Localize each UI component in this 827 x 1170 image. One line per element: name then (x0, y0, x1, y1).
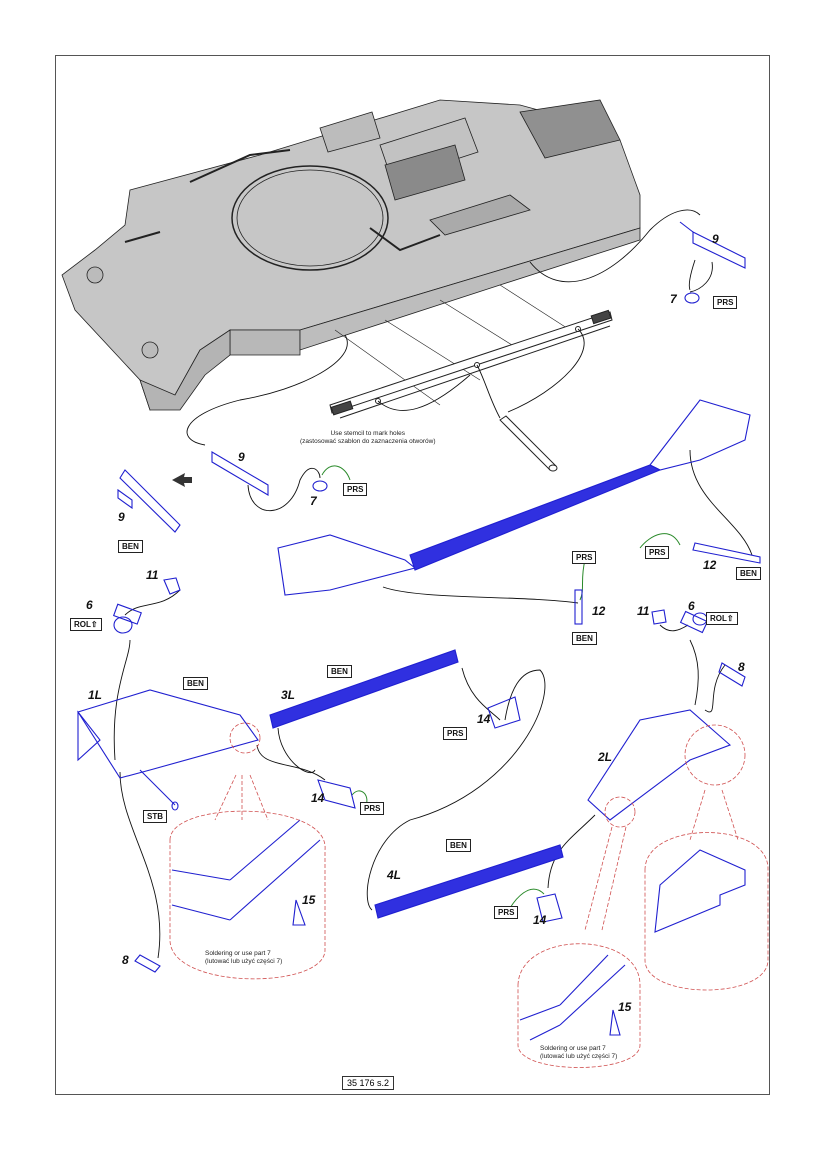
label-prs: PRS (443, 727, 468, 740)
solder-note-left: Soldering or use part 7 (lutować lub uży… (205, 950, 282, 966)
part-number: 7 (310, 494, 317, 508)
part-8-right (718, 662, 746, 687)
detail-2L-end (654, 849, 746, 933)
stencil-note: Use stemcil to mark holes (zastosować sz… (300, 430, 435, 446)
part-number: 14 (477, 712, 491, 726)
solder-note-right: Soldering or use part 7 (lutować lub uży… (540, 1045, 617, 1061)
part-8-left (134, 954, 161, 973)
part-9-flat (211, 451, 269, 496)
part-12-right (692, 542, 761, 564)
part-1L (77, 689, 259, 779)
page-number: 35 176 s.2 (342, 1076, 395, 1090)
tank-hull (61, 99, 641, 411)
glue-lines (321, 465, 681, 909)
photo-etched-parts (77, 221, 761, 1041)
part-12-center (574, 589, 583, 625)
part-number: 11 (146, 568, 159, 582)
part-11-right (651, 609, 667, 625)
detail-callouts (169, 722, 769, 1068)
stencil-note-line1: Use stemcil to mark holes (330, 430, 405, 437)
part-number: 12 (703, 558, 717, 572)
floor-plate-right-end (649, 399, 751, 471)
part-6-right (679, 610, 709, 634)
part-7-nut-left (312, 480, 328, 492)
part-number: 7 (670, 292, 677, 306)
part-4L (374, 844, 564, 919)
part-number: 9 (118, 510, 125, 524)
part-number: 11 (637, 604, 650, 618)
part-7-nut-top-right (684, 292, 700, 304)
label-prs: PRS (572, 551, 597, 564)
hole-stencil (329, 309, 613, 419)
part-15-left (292, 899, 306, 926)
label-ben: BEN (118, 540, 143, 553)
label-prs: PRS (713, 296, 738, 309)
part-14-bottom (536, 893, 563, 923)
solder-note-left-line1: Soldering or use part 7 (205, 950, 271, 957)
label-prs: PRS (343, 483, 368, 496)
label-ben: BEN (572, 632, 597, 645)
part-15-right (609, 1009, 621, 1036)
part-number: 14 (533, 913, 547, 927)
part-number: 3L (281, 688, 296, 702)
pencil-icon (499, 415, 558, 472)
part-number: 1L (88, 688, 103, 702)
part-6-left (113, 616, 133, 634)
label-rol: ROL⇧ (70, 618, 102, 631)
leader-lines (113, 209, 753, 959)
part-11-left (163, 577, 181, 595)
detail-left-edge (171, 869, 231, 881)
part-number: 12 (592, 604, 606, 618)
label-ben: BEN (446, 839, 471, 852)
part-number: 15 (618, 1000, 632, 1014)
part-9-bent (119, 469, 181, 533)
part-number: 6 (86, 598, 93, 612)
solder-note-right-line1: Soldering or use part 7 (540, 1045, 606, 1052)
label-prs: PRS (494, 906, 519, 919)
label-rol: ROL⇧ (706, 612, 738, 625)
part-2L (587, 709, 732, 821)
part-14-center (487, 696, 521, 729)
detail-circle-far-right (644, 832, 769, 991)
part-3L (269, 649, 459, 729)
stencil-note-line2: (zastosować szablon do zaznaczenia otwor… (300, 438, 436, 445)
detail-circle-left (169, 810, 326, 980)
part-number: 9 (238, 450, 245, 464)
label-ben: BEN (183, 677, 208, 690)
label-prs: PRS (645, 546, 670, 559)
part-14-lower (317, 779, 356, 809)
solder-note-right-line2: (lutować lub użyć części 7) (540, 1053, 618, 1060)
part-9-top-right (692, 231, 746, 269)
part-number: 4L (387, 868, 402, 882)
solder-note-left-line2: (lutować lub użyć części 7) (205, 958, 283, 965)
label-stb: STB (143, 810, 167, 823)
part-number: 15 (302, 893, 316, 907)
label-ben: BEN (736, 567, 761, 580)
floor-plate-mesh (409, 464, 662, 571)
part-number: 8 (738, 660, 745, 674)
label-ben: BEN (327, 665, 352, 678)
part-number: 2L (598, 750, 613, 764)
direction-arrow-icon (172, 473, 192, 487)
label-prs: PRS (360, 802, 385, 815)
floor-plate-left-end (277, 534, 417, 596)
detail-circle-right (517, 943, 641, 1068)
part-number: 9 (712, 232, 719, 246)
part-number: 6 (688, 599, 695, 613)
part-number: 8 (122, 953, 129, 967)
instruction-sheet-frame (55, 55, 770, 1095)
part-number: 14 (311, 791, 325, 805)
